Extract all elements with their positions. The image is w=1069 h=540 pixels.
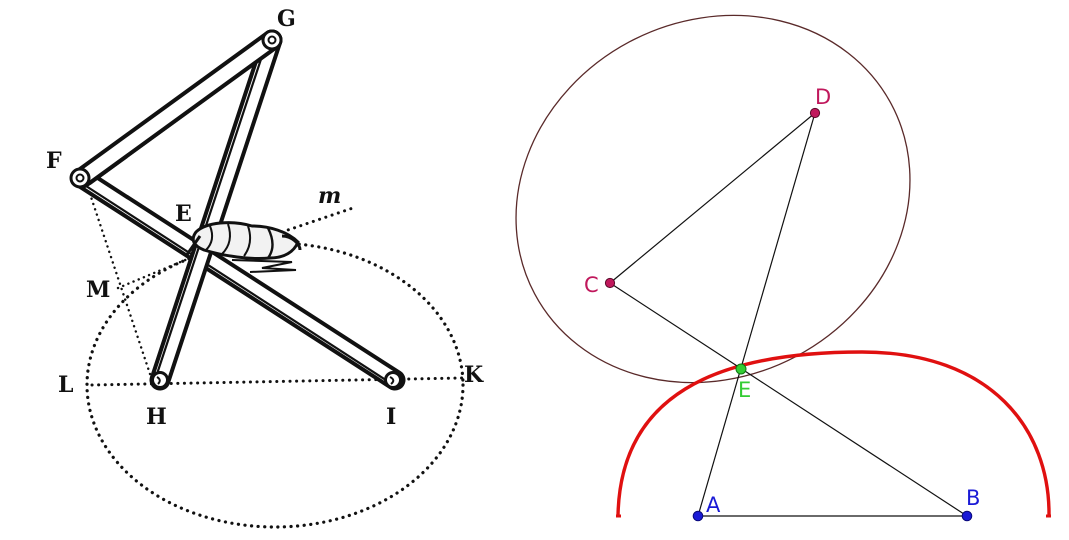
bar-gh [149, 29, 283, 391]
segment-cd [609, 112, 816, 284]
label-l: L [58, 372, 73, 398]
label-e: E [175, 201, 192, 227]
dotted-ellipse [85, 241, 465, 529]
dotted-line-lk [90, 376, 464, 387]
label-h: H [146, 404, 167, 430]
joint-g [261, 29, 283, 51]
label-point-d: D [815, 85, 831, 109]
construction-figure: A B C D E [515, 14, 1051, 522]
label-k: K [464, 362, 484, 388]
engraving-figure: G F E m M L H I K [46, 6, 484, 529]
label-point-c: C [584, 273, 599, 297]
point-c[interactable] [604, 277, 616, 289]
joint-h [151, 371, 169, 389]
label-point-a: A [706, 493, 721, 517]
bar-fi [71, 167, 406, 391]
label-m-upper: M [86, 277, 110, 303]
point-a[interactable] [692, 510, 704, 522]
label-i: I [386, 404, 396, 430]
joint-f [69, 167, 91, 189]
segment-cb [609, 282, 968, 517]
dotted-line-me [116, 256, 192, 290]
label-point-b: B [966, 486, 980, 510]
bar-fg [71, 29, 283, 189]
point-e[interactable] [735, 363, 747, 375]
brown-ellipse [515, 14, 911, 384]
label-m-lower: m [318, 183, 341, 209]
dotted-line-fh [86, 186, 154, 382]
segment-ad [697, 112, 816, 517]
label-point-e: E [738, 378, 751, 402]
label-g: G [277, 6, 296, 32]
joint-i [384, 371, 402, 389]
point-d[interactable] [809, 107, 821, 119]
hand-icon [184, 221, 302, 273]
label-f: F [46, 148, 62, 174]
point-b[interactable] [961, 510, 973, 522]
locus-curve [616, 350, 1051, 517]
dotted-line-em [280, 206, 355, 234]
